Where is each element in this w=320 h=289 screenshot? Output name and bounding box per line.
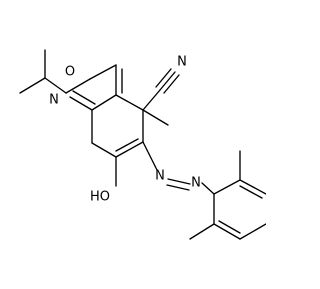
bond-c2ring-c3ring (91, 94, 117, 111)
bond-ar-5 (213, 223, 241, 240)
atom-nitrogen-nitrile: N (177, 55, 187, 70)
bond-n-aryl (201, 182, 215, 195)
chemical-structure: N O N HO N N (19, 49, 266, 240)
bond-ar-me-bottom (189, 223, 215, 240)
bond-carbonyl-1 (69, 96, 93, 111)
bond-triple-1 (159, 71, 176, 91)
atom-oxygen-carbonyl: O (65, 65, 75, 80)
bond-triple-2 (155, 68, 172, 88)
bond-azo-2 (166, 184, 190, 191)
bond-ar-6 (218, 220, 241, 234)
bond-layer (19, 49, 266, 240)
atom-nitrogen-ring: N (49, 93, 59, 108)
bond-c6-c1 (115, 141, 144, 158)
bond-c4-c5 (115, 94, 144, 111)
bond-triple-3 (163, 74, 180, 94)
atom-hydroxyl: HO (90, 190, 110, 205)
bond-ar-1 (213, 179, 241, 195)
bond-c-cn (142, 89, 161, 111)
atom-nitrogen-azo-1: N (155, 169, 165, 184)
bond-c-n-azo (142, 141, 158, 171)
bond-methyl-c4 (142, 109, 169, 126)
bond-n1-c2 (65, 78, 91, 94)
bond-n-ipr (44, 77, 67, 94)
bond-c6-c1-double (115, 138, 139, 152)
bond-c2-c3 (89, 64, 117, 80)
bond-carbonyl-2 (72, 90, 96, 105)
bond-ar-7 (239, 223, 266, 240)
bond-azo-1 (167, 178, 191, 185)
atom-nitrogen-azo-2: N (191, 176, 201, 191)
bond-c1-n1 (91, 142, 117, 158)
bond-ipr-me1 (19, 77, 46, 94)
bond-ar-2 (239, 179, 266, 195)
atom-label-layer: N O N HO N N (49, 55, 201, 205)
bond-ar-3 (239, 185, 263, 199)
